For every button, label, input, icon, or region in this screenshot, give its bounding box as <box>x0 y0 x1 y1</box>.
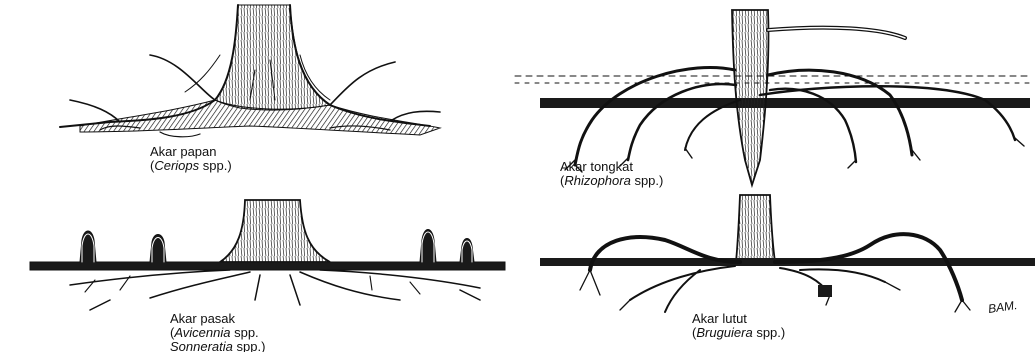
root-type-name: Akar pasak <box>170 312 265 326</box>
spp-suffix: spp.) <box>199 158 232 173</box>
caption-akar-papan: Akar papan (Ceriops spp.) <box>150 145 232 173</box>
spp-suffix: spp.) <box>631 173 664 188</box>
genus-name: Bruguiera <box>696 325 752 340</box>
caption-akar-pasak: Akar pasak (Avicennia spp. Sonneratia sp… <box>170 312 265 352</box>
species-line: (Bruguiera spp.) <box>692 326 785 340</box>
spp-suffix: spp. <box>230 325 258 340</box>
knee-roots-drawing <box>540 195 1035 312</box>
caption-akar-lutut: Akar lutut (Bruguiera spp.) <box>692 312 785 340</box>
genus-name: Ceriops <box>154 158 199 173</box>
spp-suffix-2: spp.) <box>233 339 266 352</box>
root-type-name: Akar lutut <box>692 312 785 326</box>
buttress-roots-drawing <box>60 5 440 137</box>
root-type-name: Akar tongkat <box>560 160 663 174</box>
spp-suffix: spp.) <box>753 325 786 340</box>
pneumatophore-roots-drawing <box>30 200 505 310</box>
caption-akar-tongkat: Akar tongkat (Rhizophora spp.) <box>560 160 663 188</box>
root-type-name: Akar papan <box>150 145 232 159</box>
species-line: (Ceriops spp.) <box>150 159 232 173</box>
genus-name-2: Sonneratia <box>170 339 233 352</box>
species-line: (Rhizophora spp.) <box>560 174 663 188</box>
genus-name: Avicennia <box>174 325 230 340</box>
genus-name: Rhizophora <box>564 173 631 188</box>
species-line: (Avicennia spp. <box>170 326 265 340</box>
species-line-2: Sonneratia spp.) <box>170 340 265 352</box>
